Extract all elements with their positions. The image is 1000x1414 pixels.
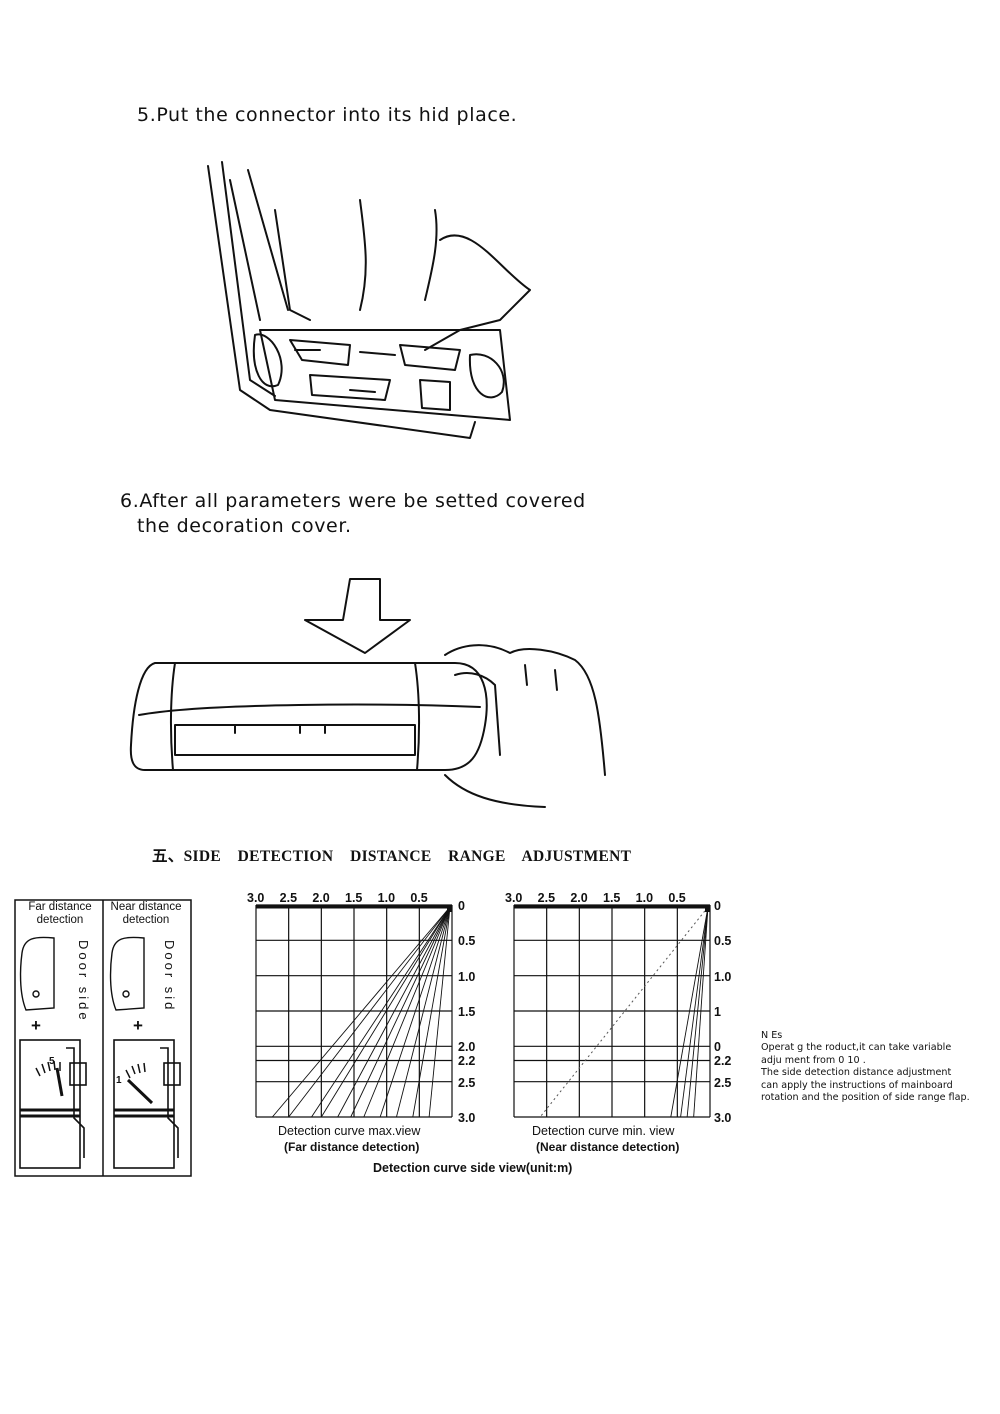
note-line-5: rotation and the position of side range …: [761, 1092, 970, 1104]
adjustment-panels: [14, 899, 192, 1177]
step-6-text-line1: 6.After all parameters were be setted co…: [120, 490, 586, 512]
panel-near-title-line1: Near distance: [110, 901, 182, 913]
x-tick-label: 2.0: [570, 891, 588, 905]
y-tick-label: 2.5: [714, 1075, 732, 1090]
near-chart-caption: Detection curve min. view: [532, 1124, 675, 1138]
beam-line: [320, 906, 451, 1118]
x-tick-label: 2.0: [312, 891, 330, 905]
x-tick-label: 1.5: [345, 891, 363, 905]
note-line-1: Operat g the roduct,it can take variable: [761, 1042, 952, 1054]
x-tick-label: 2.5: [279, 891, 298, 905]
section-title: 五、SIDE DETECTION DISTANCE RANGE ADJUSTME…: [152, 848, 632, 865]
near-chart-subcaption: (Near distance detection): [536, 1140, 680, 1154]
near-detection-chart: [513, 904, 711, 1118]
panel-near-plus: +: [133, 1016, 143, 1035]
beam-line: [350, 906, 451, 1118]
x-tick-label: 1.0: [635, 891, 654, 905]
origin-marker: [705, 905, 710, 912]
far-chart-subcaption: (Far distance detection): [284, 1140, 420, 1154]
beam-line: [428, 906, 451, 1118]
x-tick-label: 0.5: [410, 891, 428, 905]
y-tick-label: 1.0: [714, 969, 732, 984]
x-tick-label: 1.0: [377, 891, 396, 905]
y-tick-label: 2.2: [714, 1054, 732, 1069]
beam-line: [680, 906, 709, 1118]
x-tick-label: 3.0: [247, 891, 265, 905]
step-6-text-line2: the decoration cover.: [137, 515, 352, 537]
y-tick-label: 0: [714, 1040, 721, 1055]
y-tick-label: 2.0: [458, 1040, 476, 1055]
connector-illustration: [207, 161, 531, 439]
panel-near-gauge-number: 1: [116, 1075, 122, 1086]
panel-near-door-side: Door sid: [162, 940, 177, 1013]
y-tick-label: 1: [714, 1005, 721, 1019]
y-tick-label: 0: [714, 899, 721, 913]
step-5-text: 5.Put the connector into its hid place.: [137, 104, 518, 126]
y-tick-label: 0: [458, 899, 465, 913]
origin-marker: [447, 905, 452, 912]
panel-far-gauge-number: 5: [49, 1056, 55, 1067]
panel-far-title: Far distance detection: [18, 901, 102, 927]
y-tick-label: 3.0: [458, 1111, 476, 1125]
y-tick-label: 0.5: [458, 934, 476, 949]
beam-line: [693, 906, 709, 1118]
note-block: N Es Operat g the roduct,it can take var…: [761, 1030, 997, 1104]
note-line-2: adju ment from 0 10 .: [761, 1054, 866, 1066]
overall-chart-caption: Detection curve side view(unit:m): [373, 1161, 573, 1175]
beam-line: [363, 906, 451, 1118]
x-tick-label: 1.5: [603, 891, 621, 905]
x-tick-label: 3.0: [505, 891, 523, 905]
beam-line: [379, 906, 451, 1118]
y-tick-label: 2.5: [458, 1075, 476, 1090]
beam-line: [311, 906, 451, 1118]
beam-line: [271, 906, 451, 1118]
y-tick-label: 1.0: [458, 969, 476, 984]
note-line-3: The side detection distance adjustment: [761, 1067, 952, 1079]
note-line-4: can apply the instructions of mainboard: [761, 1079, 953, 1091]
far-chart-caption: Detection curve max.view: [278, 1124, 421, 1138]
beam-line: [412, 906, 451, 1118]
beam-line: [288, 906, 451, 1118]
note-title: N Es: [761, 1030, 783, 1041]
beam-line: [670, 906, 709, 1118]
panel-far-plus: +: [31, 1016, 41, 1035]
panel-near-title: Near distance detection: [104, 901, 188, 927]
down-arrow-icon: [304, 578, 411, 654]
y-tick-label: 1.5: [458, 1005, 476, 1019]
beam-line: [396, 906, 451, 1118]
beam-line: [337, 906, 451, 1118]
y-tick-label: 3.0: [714, 1111, 732, 1125]
panel-far-title-line1: Far distance: [28, 901, 92, 913]
cover-illustration: [129, 578, 606, 808]
x-tick-label: 2.5: [537, 891, 556, 905]
panel-far-title-line2: detection: [36, 914, 84, 926]
panel-far-door-side: Door side: [76, 940, 91, 1023]
far-detection-chart: [255, 904, 453, 1118]
beam-line: [686, 906, 709, 1118]
y-tick-label: 2.2: [458, 1054, 476, 1069]
beam-dotted-line: [539, 906, 709, 1118]
x-tick-label: 0.5: [668, 891, 686, 905]
panel-near-title-line2: detection: [122, 914, 170, 926]
y-tick-label: 0.5: [714, 934, 732, 949]
